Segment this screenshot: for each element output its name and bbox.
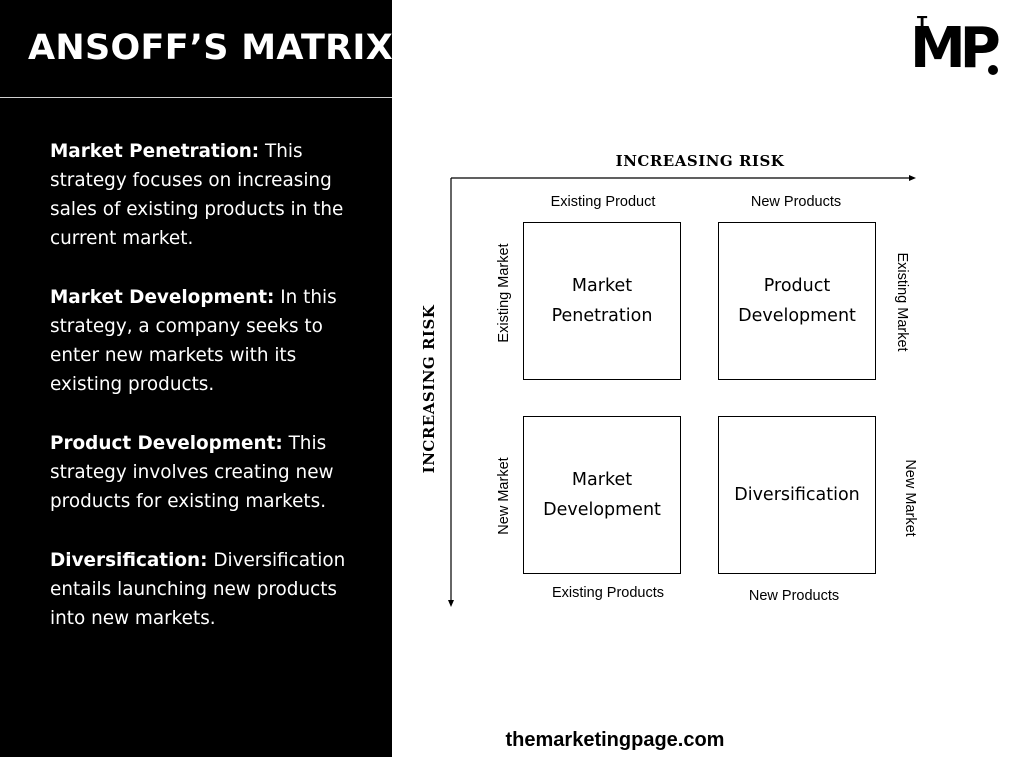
top-axis-label: INCREASING RISK xyxy=(615,152,785,170)
left-axis-arrowhead xyxy=(448,600,454,607)
strategy-market-development: Market Development: In this strategy, a … xyxy=(50,283,350,399)
strategy-product-development: Product Development: This strategy invol… xyxy=(50,429,350,516)
cell-product-development: Product Development xyxy=(718,222,876,380)
strategy-market-penetration: Market Penetration: This strategy focuse… xyxy=(50,137,350,253)
cell-label: Market Development xyxy=(543,470,661,520)
row-label-right-existing: Existing Market xyxy=(894,252,910,352)
brand-logo: T MP xyxy=(908,14,1004,80)
logo-small-letter: T xyxy=(917,13,928,31)
strategy-name: Market Penetration: xyxy=(50,141,260,162)
row-label-left-existing: Existing Market xyxy=(496,243,512,343)
left-panel: ANSOFF’S MATRIX Market Penetration: This… xyxy=(0,0,394,757)
row-label-right-new: New Market xyxy=(902,459,918,537)
left-axis-label: INCREASING RISK xyxy=(420,304,438,474)
strategy-name: Diversification: xyxy=(50,550,208,571)
logo-dot xyxy=(988,65,998,75)
column-label-bottom-existing: Existing Products xyxy=(551,585,665,601)
page-title: ANSOFF’S MATRIX xyxy=(28,28,394,68)
cell-label: Market Penetration xyxy=(551,276,653,326)
strategy-description: In this strategy, a company seeks to ent… xyxy=(50,287,337,395)
cell-label: Product Development xyxy=(738,276,856,326)
column-label-top-new: New Products xyxy=(750,194,842,210)
cell-market-penetration: Market Penetration xyxy=(523,222,681,380)
cell-market-development: Market Development xyxy=(523,416,681,574)
row-label-left-new: New Market xyxy=(496,457,512,535)
strategy-name: Market Development: xyxy=(50,287,275,308)
logo-letters: MP xyxy=(910,16,1001,81)
strategy-description: Diversification entails launching new pr… xyxy=(50,550,346,629)
title-divider xyxy=(0,97,392,98)
column-label-top-existing: Existing Product xyxy=(550,194,656,210)
website-footer: themarketingpage.com xyxy=(505,729,725,751)
strategy-list: Market Penetration: This strategy focuse… xyxy=(50,137,350,663)
column-label-bottom-new: New Products xyxy=(748,588,840,604)
strategy-name: Product Development: xyxy=(50,433,283,454)
cell-diversification: Diversification xyxy=(718,416,876,574)
strategy-description: This strategy focuses on increasing sale… xyxy=(50,141,344,249)
strategy-diversification: Diversification: Diversification entails… xyxy=(50,546,350,633)
strategy-description: This strategy involves creating new prod… xyxy=(50,433,334,512)
cell-label: Diversification xyxy=(734,485,860,505)
top-axis-arrowhead xyxy=(909,175,916,181)
